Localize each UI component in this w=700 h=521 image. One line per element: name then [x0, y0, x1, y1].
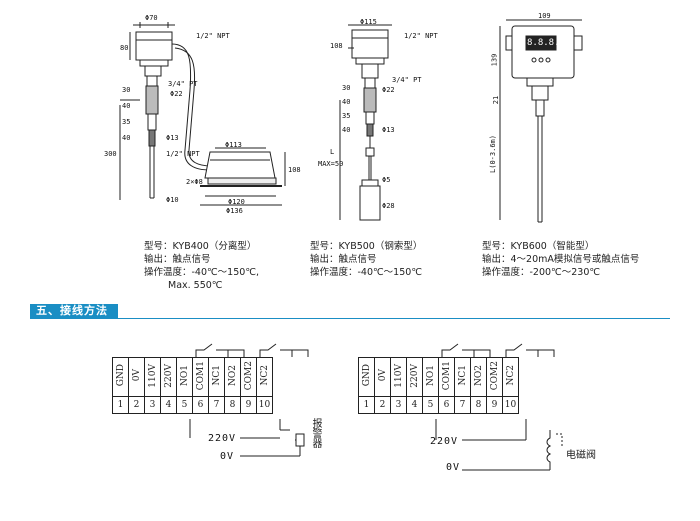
kyb600-drawing [499, 19, 583, 223]
kyb600-dim-L: L(0-3.6m) [488, 135, 497, 173]
kyb400-dim-d113: Φ113 [225, 141, 242, 149]
terminal-number: 10 [256, 396, 273, 414]
product-drawings [119, 19, 583, 223]
left-220v-label: 220V [208, 433, 237, 444]
kyb400-dim-d136: Φ136 [226, 207, 243, 215]
kyb500-dim-d28: Φ28 [382, 202, 395, 210]
kyb400-dim-d13: Φ13 [166, 134, 179, 142]
kyb600-led-display: 8.8.8. [527, 38, 560, 48]
right-220v-label: 220V [430, 436, 459, 447]
wiring-lines [189, 343, 563, 471]
kyb400-dim-npt-mid: 1/2" NPT [166, 150, 200, 158]
kyb500-spec: 型号：KYB500（钢索型） 输出：触点信号 操作温度：-40℃～150℃ [310, 240, 422, 279]
terminal-number: 10 [502, 396, 519, 414]
kyb500-dim-h35: 35 [342, 112, 351, 120]
kyb600-dim-w109: 109 [538, 12, 551, 20]
kyb600-spec: 型号：KYB600（智能型） 输出：4～20mA模拟信号或触点信号 操作温度：-… [482, 240, 639, 279]
kyb500-dim-L: L [330, 148, 335, 156]
kyb600-dim-h21: 21 [492, 95, 501, 105]
kyb400-dim-h40a: 40 [122, 102, 131, 110]
kyb500-temp: 操作温度：-40℃～150℃ [310, 267, 422, 278]
solenoid-valve-label: 电磁阀 [566, 450, 596, 461]
kyb500-dim-h40b: 40 [342, 126, 351, 134]
kyb400-dim-d10: Φ10 [166, 196, 179, 204]
terminal-number: 6 [438, 396, 455, 414]
right-0v-label: 0V [446, 462, 461, 473]
kyb500-dim-h40a: 40 [342, 98, 351, 106]
kyb400-dim-pt: 3/4" PT [168, 80, 198, 88]
kyb500-output: 输出：触点信号 [310, 254, 377, 265]
kyb600-output: 输出：4～20mA模拟信号或触点信号 [482, 254, 640, 265]
kyb400-dim-h30: 30 [122, 86, 131, 94]
kyb500-dim-d13: Φ13 [382, 126, 395, 134]
kyb500-dim-h30: 30 [342, 84, 351, 92]
kyb500-model: 型号：KYB500（钢索型） [310, 241, 423, 252]
kyb500-dim-max: MAX=50 [318, 160, 344, 168]
kyb500-dim-npt: 1/2" NPT [404, 32, 438, 40]
kyb400-dim-d120: Φ120 [228, 198, 245, 206]
kyb500-dim-h108: 108 [330, 42, 343, 50]
kyb400-dim-h35: 35 [122, 118, 131, 126]
kyb600-dim-h139: 139 [490, 53, 499, 67]
kyb400-dim-h40b: 40 [122, 134, 131, 142]
kyb500-dim-d5: Φ5 [382, 176, 391, 184]
kyb400-dim-holes: 2×Φ8 [186, 178, 203, 186]
terminal-number: 1 [112, 396, 129, 414]
kyb500-dim-d22: Φ22 [382, 86, 395, 94]
section-title: 五、接线方法 [30, 304, 118, 318]
kyb400-dim-d70: Φ70 [145, 14, 158, 22]
kyb400-max: Max. 550℃ [168, 280, 223, 291]
kyb400-dim-d22: Φ22 [170, 90, 183, 98]
kyb400-spec: 型号：KYB400（分离型） 输出：触点信号 操作温度：-40℃～150℃, M… [144, 240, 259, 292]
kyb400-dim-npt-top: 1/2" NPT [196, 32, 230, 40]
kyb500-dim-pt: 3/4" PT [392, 76, 422, 84]
kyb500-drawing [339, 24, 392, 221]
kyb400-dim-h300: 300 [104, 150, 117, 158]
kyb400-drawing [119, 22, 286, 206]
kyb400-model: 型号：KYB400（分离型） [144, 241, 257, 252]
section-header: 五、接线方法 [30, 304, 670, 319]
terminal-number: 2 [128, 396, 145, 414]
left-0v-label: 0V [220, 451, 235, 462]
kyb500-dim-d115: Φ115 [360, 18, 377, 26]
kyb600-temp: 操作温度：-200℃～230℃ [482, 267, 601, 278]
kyb400-dim-h108: 108 [288, 166, 301, 174]
kyb400-temp: 操作温度：-40℃～150℃, [144, 267, 260, 278]
kyb400-dim-h80: 80 [120, 44, 129, 52]
terminal-number: 7 [454, 396, 471, 414]
kyb400-output: 输出：触点信号 [144, 254, 211, 265]
alarm-device-text: 报警器 [310, 418, 321, 448]
alarm-device-label: 报警器 [308, 418, 323, 451]
kyb600-model: 型号：KYB600（智能型） [482, 241, 595, 252]
